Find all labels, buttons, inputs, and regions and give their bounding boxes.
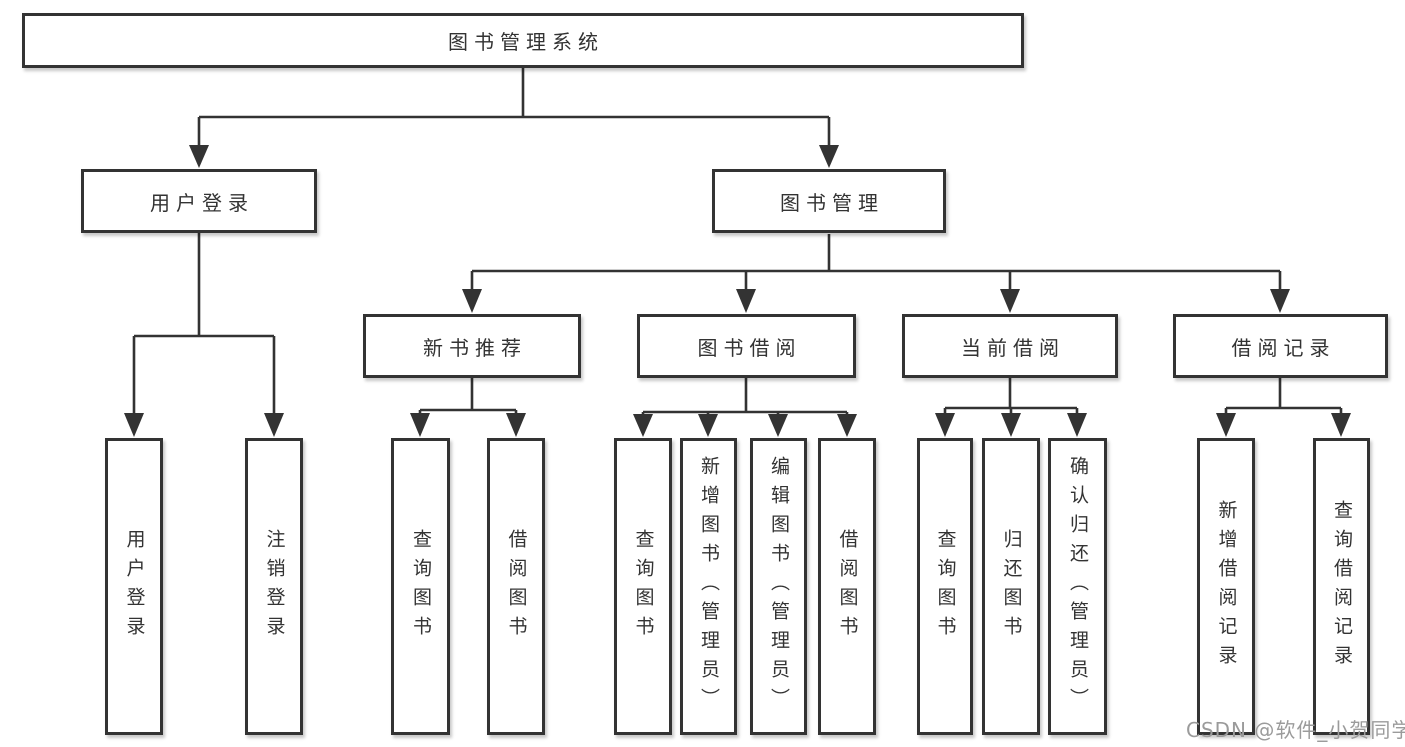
leaf-br-query-record: 查询借阅记录 <box>1313 438 1370 735</box>
leaf-logout-login: 注销登录 <box>245 438 303 735</box>
node-user-login: 用户登录 <box>81 169 317 233</box>
leaf-bb-query-books: 查询图书 <box>614 438 672 735</box>
node-current-borrowing: 当前借阅 <box>902 314 1118 378</box>
node-new-book-recommend-label: 新书推荐 <box>423 335 527 360</box>
node-book-management: 图书管理 <box>712 169 946 233</box>
connector-book-management-subtree <box>462 234 1290 313</box>
node-book-borrowing: 图书借阅 <box>637 314 856 378</box>
leaf-cb-query-books: 查询图书 <box>917 438 973 735</box>
leaf-cb-confirm-return: 确认归还（管理员） <box>1048 438 1107 735</box>
leaf-cb-return-books: 归还图书 <box>982 438 1040 735</box>
leaf-nbr-query-books: 查询图书 <box>391 438 450 735</box>
node-book-borrowing-label: 图书借阅 <box>697 335 802 360</box>
leaf-nbr-query-books-label: 查询图书 <box>410 528 432 645</box>
node-user-login-label: 用户登录 <box>150 190 254 215</box>
leaf-bb-borrow-books: 借阅图书 <box>818 438 876 735</box>
node-book-management-label: 图书管理 <box>780 190 884 215</box>
leaf-logout-login-label: 注销登录 <box>263 528 286 645</box>
leaf-cb-query-books-label: 查询图书 <box>934 528 957 645</box>
leaf-br-add-record-label: 新增借阅记录 <box>1215 499 1238 674</box>
leaf-bb-add-books: 新增图书（管理员） <box>680 438 737 735</box>
leaf-bb-edit-books: 编辑图书（管理员） <box>750 438 807 735</box>
node-current-borrowing-label: 当前借阅 <box>961 335 1065 360</box>
node-borrowing-records-label: 借阅记录 <box>1231 335 1336 360</box>
node-borrowing-records: 借阅记录 <box>1173 314 1388 378</box>
leaf-cb-confirm-return-label: 确认归还（管理员） <box>1067 456 1089 717</box>
leaf-bb-borrow-books-label: 借阅图书 <box>836 528 859 645</box>
node-root-label: 图书管理系统 <box>448 30 604 54</box>
connector-root-to-level2 <box>189 68 839 168</box>
connector-current-borrowing-subtree <box>935 378 1087 437</box>
leaf-nbr-borrow-books-label: 借阅图书 <box>505 528 528 645</box>
leaf-bb-add-books-label: 新增图书（管理员） <box>698 456 720 717</box>
leaf-bb-query-books-label: 查询图书 <box>632 528 655 645</box>
leaf-nbr-borrow-books: 借阅图书 <box>487 438 545 735</box>
node-new-book-recommend: 新书推荐 <box>363 314 581 378</box>
leaf-cb-return-books-label: 归还图书 <box>1000 528 1023 645</box>
connector-user-login-subtree <box>124 232 284 437</box>
connector-borrowing-records-subtree <box>1216 378 1351 437</box>
leaf-br-add-record: 新增借阅记录 <box>1197 438 1255 735</box>
leaf-br-query-record-label: 查询借阅记录 <box>1331 499 1353 674</box>
leaf-bb-edit-books-label: 编辑图书（管理员） <box>768 456 790 717</box>
connector-new-book-recommend-subtree <box>410 378 526 437</box>
leaf-user-login: 用户登录 <box>105 438 163 735</box>
csdn-watermark: CSDN @软件_小贺同学 <box>1186 718 1405 742</box>
connector-book-borrowing-subtree <box>633 378 857 437</box>
leaf-user-login-label: 用户登录 <box>123 528 146 645</box>
node-root: 图书管理系统 <box>22 13 1024 68</box>
